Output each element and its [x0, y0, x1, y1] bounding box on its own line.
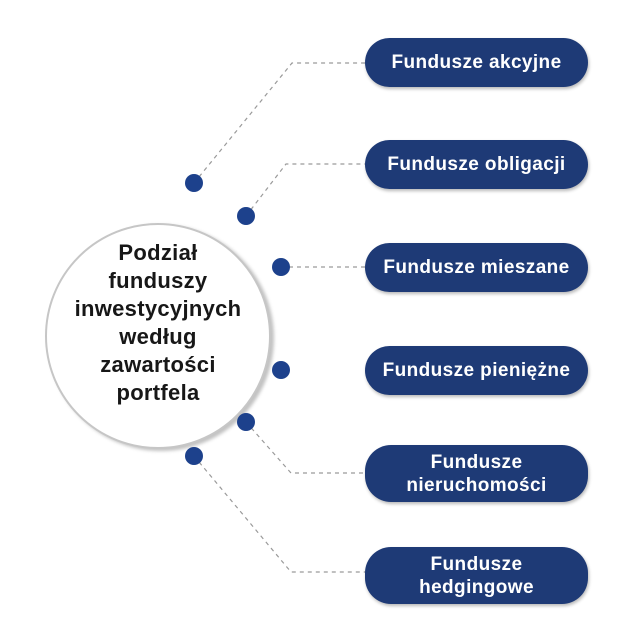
center-title: Podział funduszy inwestycyjnych według z… — [74, 240, 242, 405]
branch-pill-label: Fundusze hedgingowe — [419, 553, 534, 598]
center-circle: Podział funduszy inwestycyjnych według z… — [45, 223, 271, 449]
branch-pill-6: Fundusze hedgingowe — [365, 547, 588, 604]
branch-pill-4: Fundusze pieniężne — [365, 346, 588, 395]
branch-pill-label: Fundusze nieruchomości — [406, 451, 547, 496]
node-dot-3 — [272, 258, 290, 276]
branch-pill-1: Fundusze akcyjne — [365, 38, 588, 87]
branch-pill-label: Fundusze pieniężne — [382, 360, 571, 381]
branch-pill-5: Fundusze nieruchomości — [365, 445, 588, 502]
connector-line-nieruchomosci — [245, 421, 368, 474]
branch-pill-3: Fundusze mieszane — [365, 243, 588, 292]
connector-line-obligacji — [245, 163, 368, 217]
node-dot-4 — [272, 361, 290, 379]
branch-pill-label: Fundusze mieszane — [383, 257, 570, 278]
branch-pill-label: Fundusze obligacji — [387, 154, 566, 175]
connector-line-akcyjne — [193, 62, 368, 184]
node-dot-5 — [237, 413, 255, 431]
node-dot-1 — [185, 174, 203, 192]
branch-pill-2: Fundusze obligacji — [365, 140, 588, 189]
node-dot-6 — [185, 447, 203, 465]
connector-line-hedgingowe — [193, 455, 368, 573]
branch-pill-label: Fundusze akcyjne — [391, 52, 562, 73]
node-dot-2 — [237, 207, 255, 225]
